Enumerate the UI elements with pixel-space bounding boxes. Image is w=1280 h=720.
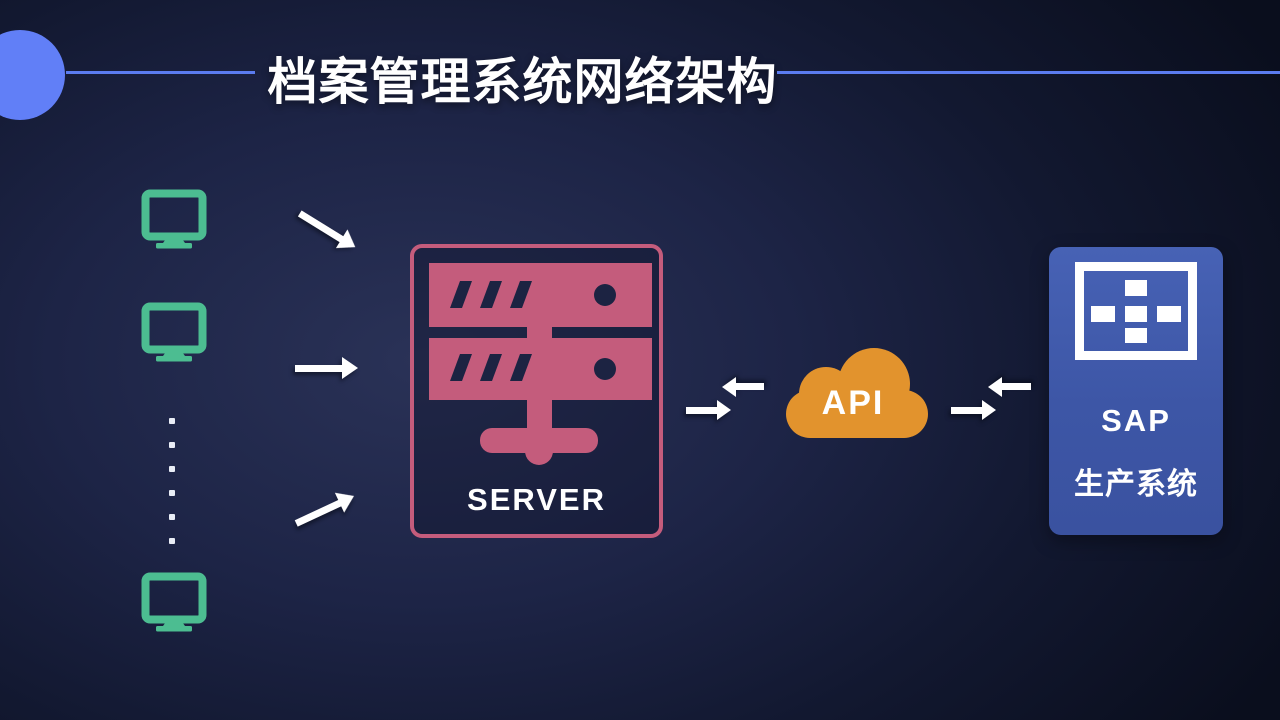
dot [169, 466, 175, 472]
api-node: API [786, 340, 928, 438]
dot [169, 418, 175, 424]
page-title: 档案管理系统网络架构 [267, 54, 778, 110]
flow-arrow [295, 357, 358, 379]
sync-arrow-right [686, 399, 731, 421]
flow-arrow [294, 204, 362, 257]
ellipsis-dots [169, 418, 175, 544]
sync-arrow-right [951, 399, 996, 421]
monitor-icon [141, 189, 207, 249]
title-rule-left [66, 71, 255, 74]
dot [169, 514, 175, 520]
cloud-icon [786, 348, 928, 438]
sap-title: SAP [1101, 403, 1171, 438]
flow-arrow [291, 485, 359, 533]
sap-subtitle: 生产系统 [1074, 468, 1198, 501]
monitor-icon [141, 572, 207, 632]
dot [169, 538, 175, 544]
corner-accent-circle [0, 30, 65, 120]
server-rack-icon [429, 263, 652, 465]
api-label: API [821, 384, 885, 422]
title-rule-right [777, 71, 1280, 74]
server-label: SERVER [467, 482, 606, 517]
app-grid-icon [1075, 262, 1197, 360]
dot [169, 442, 175, 448]
server-node: SERVER [410, 244, 663, 538]
sync-arrow-left [722, 376, 764, 398]
dot [169, 490, 175, 496]
monitor-icon [141, 302, 207, 362]
sync-arrow-left [988, 376, 1031, 398]
sap-node: SAP 生产系统 [1049, 247, 1223, 535]
